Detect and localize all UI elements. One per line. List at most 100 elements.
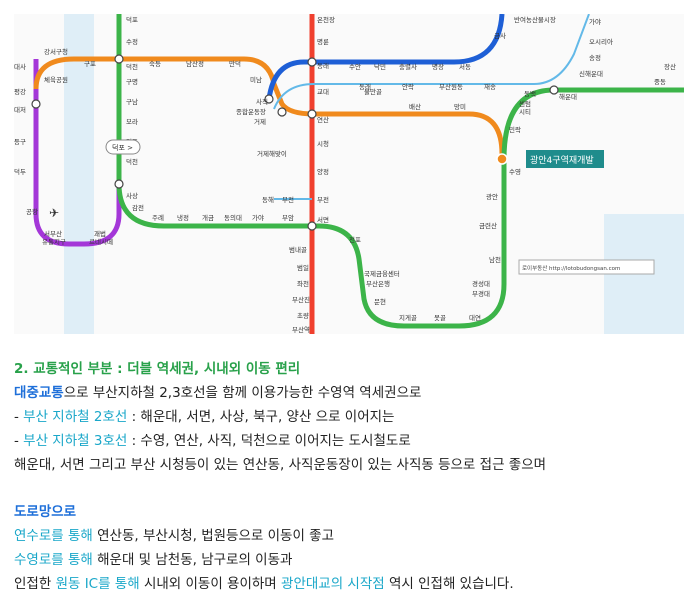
- svg-text:좌천: 좌천: [297, 279, 309, 288]
- svg-text:장산: 장산: [664, 62, 676, 71]
- svg-text:괘법: 괘법: [94, 229, 106, 238]
- svg-text:부산은행: 부산은행: [366, 279, 390, 288]
- line3-line: - 부산 지하철 3호선 : 수영, 연산, 사직, 덕천으로 이어지는 도시철…: [14, 433, 411, 449]
- svg-text:오시리아: 오시리아: [589, 37, 613, 46]
- svg-text:사상: 사상: [126, 191, 138, 200]
- svg-text:광안4구역재개발: 광안4구역재개발: [530, 154, 594, 166]
- svg-text:구남: 구남: [126, 97, 138, 106]
- svg-text:남산정: 남산정: [186, 59, 204, 68]
- svg-text:가야: 가야: [252, 213, 264, 222]
- svg-text:숙등: 숙등: [149, 60, 161, 68]
- svg-text:명장: 명장: [432, 62, 444, 71]
- svg-text:유통지구: 유통지구: [42, 237, 66, 246]
- svg-text:대사: 대사: [14, 62, 26, 71]
- svg-text:경성대: 경성대: [472, 279, 490, 288]
- svg-text:부전: 부전: [282, 195, 294, 204]
- station-yeonsan[interactable]: [307, 109, 317, 119]
- svg-text:거제: 거제: [254, 117, 266, 126]
- svg-text:수정: 수정: [126, 37, 138, 46]
- svg-text:온천장: 온천장: [317, 15, 335, 24]
- svg-text:반여농산물시장: 반여농산물시장: [514, 15, 556, 24]
- svg-text:동해: 동해: [262, 195, 274, 204]
- subway-map: 덕포 수정 구포 덕천 숙등 남산정 만덕 미남 사직 종합운동장 거제 온천장…: [14, 13, 684, 334]
- svg-text:강서구청: 강서구청: [44, 47, 68, 56]
- svg-text:종합운동장: 종합운동장: [236, 107, 266, 116]
- svg-text:중동: 중동: [654, 78, 666, 86]
- svg-text:냉정: 냉정: [177, 213, 189, 222]
- svg-text:수안: 수안: [349, 62, 361, 71]
- svg-text:가야: 가야: [589, 17, 601, 26]
- svg-text:구포: 구포: [84, 60, 96, 68]
- svg-text:시티: 시티: [519, 107, 531, 116]
- credit-box: 로이부동산 http://lotobudongsan.com: [518, 259, 655, 275]
- road-heading: 도로망으로: [14, 504, 77, 520]
- svg-text:평강: 평강: [14, 87, 26, 96]
- road-line-3: 인접한 원동 IC를 통해 시내외 이동이 용이하며 광안대교의 시작점 역시 …: [14, 576, 514, 592]
- article-text: 2. 교통적인 부분 : 더블 역세권, 시내외 이동 편리 대중교통으로 부산…: [14, 357, 684, 596]
- svg-text:금련산: 금련산: [479, 221, 497, 230]
- station-bexco[interactable]: [549, 85, 559, 95]
- redevelopment-badge: 광안4구역재개발: [526, 150, 604, 168]
- svg-text:주례: 주례: [152, 213, 164, 222]
- station-sasang[interactable]: [114, 179, 124, 189]
- svg-text:교대: 교대: [317, 88, 329, 96]
- svg-text:르네시떼: 르네시떼: [89, 237, 113, 246]
- svg-text:체육공원: 체육공원: [44, 75, 68, 84]
- svg-text:전포: 전포: [349, 235, 361, 244]
- line4: [266, 13, 505, 100]
- svg-text:서부산: 서부산: [44, 229, 62, 238]
- svg-text:명륜: 명륜: [317, 37, 329, 46]
- svg-text:덕천: 덕천: [126, 157, 138, 166]
- svg-text:모라: 모라: [126, 117, 138, 126]
- svg-text:시청: 시청: [317, 140, 329, 148]
- access-line: 해운대, 서면 그리고 부산 시청등이 있는 연산동, 사직운동장이 있는 사직…: [14, 457, 547, 473]
- section-heading: 2. 교통적인 부분 : 더블 역세권, 시내외 이동 편리: [14, 361, 301, 377]
- svg-text:대저: 대저: [14, 105, 26, 114]
- road-line-2: 수영로를 통해 해운대 및 남천동, 남구로의 이동과: [14, 552, 293, 568]
- svg-text:물만골: 물만골: [364, 87, 382, 96]
- station-daejeo[interactable]: [31, 99, 41, 109]
- svg-text:서면: 서면: [317, 215, 329, 224]
- station-seomyeon[interactable]: [307, 221, 317, 231]
- svg-text:센텀: 센텀: [519, 99, 531, 108]
- svg-text:낙민: 낙민: [374, 62, 386, 71]
- station-dongnae[interactable]: [307, 57, 317, 67]
- svg-text:남천: 남천: [489, 255, 501, 264]
- svg-text:재송: 재송: [484, 83, 496, 91]
- station-suyeong[interactable]: [496, 153, 508, 165]
- svg-text:배산: 배산: [409, 102, 421, 111]
- svg-text:서동: 서동: [459, 62, 471, 71]
- svg-text:동의대: 동의대: [224, 213, 242, 222]
- svg-text:양정: 양정: [317, 167, 329, 176]
- svg-text:충렬사: 충렬사: [399, 62, 417, 71]
- station-deokcheon[interactable]: [114, 54, 124, 64]
- svg-text:덕두: 덕두: [14, 167, 26, 176]
- station-geoje[interactable]: [277, 107, 287, 117]
- svg-text:부경대: 부경대: [472, 289, 490, 298]
- light-rail-line: [33, 59, 122, 247]
- svg-text:미남: 미남: [250, 75, 262, 84]
- svg-text:범일: 범일: [297, 263, 309, 272]
- airplane-icon: ✈: [49, 206, 59, 220]
- deokpo-label[interactable]: 덕포 >: [105, 139, 141, 155]
- svg-text:동래: 동래: [317, 61, 329, 70]
- svg-text:덕천: 덕천: [126, 62, 138, 71]
- svg-text:부전: 부전: [317, 195, 329, 204]
- svg-text:구명: 구명: [126, 77, 138, 86]
- svg-text:개금: 개금: [202, 213, 214, 222]
- svg-text:범내골: 범내골: [289, 245, 307, 254]
- station-minam[interactable]: [264, 94, 274, 104]
- svg-text:초량: 초량: [297, 312, 309, 320]
- svg-text:덕포: 덕포: [126, 15, 138, 24]
- svg-text:동백: 동백: [524, 89, 536, 98]
- svg-text:공항: 공항: [26, 207, 38, 216]
- svg-text:민락: 민락: [509, 125, 521, 134]
- svg-text:등구: 등구: [14, 138, 26, 146]
- svg-text:광안: 광안: [486, 192, 498, 201]
- svg-text:부암: 부암: [282, 214, 294, 222]
- svg-text:못골: 못골: [434, 314, 446, 322]
- svg-text:감전: 감전: [132, 203, 144, 212]
- svg-text:대연: 대연: [469, 314, 481, 322]
- svg-text:송정: 송정: [589, 53, 601, 62]
- svg-text:금사: 금사: [494, 31, 506, 40]
